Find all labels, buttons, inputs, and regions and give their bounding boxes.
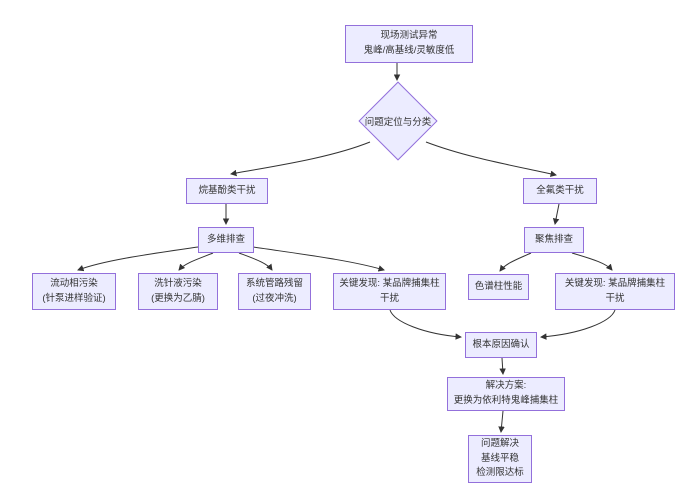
node-solution: 解决方案: 更换为依利特鬼峰捕集柱 bbox=[447, 377, 565, 411]
node-alkylphenol-label: 烷基酚类干扰 bbox=[198, 184, 256, 196]
node-key-finding-right: 关键发现: 某品牌捕集柱干扰 bbox=[555, 273, 675, 310]
node-resolved-label: 问题解决 基线平稳 检测限达标 bbox=[476, 437, 524, 479]
edge-focus-column-perf bbox=[499, 252, 532, 272]
edge-solution-resolved bbox=[498, 410, 505, 433]
node-start: 现场测试异常 鬼峰/高基线/灵敏度低 bbox=[345, 25, 473, 63]
node-needle-wash: 洗针液污染 (更换为乙腈) bbox=[138, 273, 218, 310]
node-classify: 问题定位与分类 bbox=[348, 71, 448, 171]
node-pfas: 全氟类干扰 bbox=[523, 178, 597, 204]
edge-multi-mobile-phase bbox=[77, 246, 199, 272]
edge-key-finding-right-root-cause bbox=[540, 309, 616, 340]
node-system-tubing-label: 系统管路残留 (过夜冲洗) bbox=[245, 277, 303, 304]
node-column-perf: 色谱柱性能 bbox=[468, 274, 529, 300]
node-pfas-label: 全氟类干扰 bbox=[536, 184, 584, 196]
node-needle-wash-label: 洗针液污染 (更换为乙腈) bbox=[151, 277, 205, 304]
node-resolved: 问题解决 基线平稳 检测限达标 bbox=[468, 435, 532, 483]
edge-multi-key-finding-left bbox=[252, 246, 385, 272]
node-root-cause: 根本原因确认 bbox=[465, 332, 537, 358]
edge-classify-alkylphenol bbox=[230, 141, 371, 177]
edge-focus-key-finding-right bbox=[571, 252, 613, 271]
node-key-finding-left: 关键发现: 某品牌捕集柱干扰 bbox=[333, 273, 446, 310]
node-alkylphenol: 烷基酚类干扰 bbox=[186, 178, 268, 204]
node-mobile-phase-label: 流动相污染 (针泵进样验证) bbox=[42, 277, 106, 304]
edge-key-finding-left-root-cause bbox=[389, 309, 462, 340]
node-key-finding-left-label: 关键发现: 某品牌捕集柱干扰 bbox=[339, 277, 440, 304]
edge-classify-pfas bbox=[425, 141, 557, 177]
edge-pfas-focus bbox=[552, 203, 560, 225]
edge-multi-needle-wash bbox=[178, 252, 214, 271]
node-mobile-phase: 流动相污染 (针泵进样验证) bbox=[32, 273, 116, 310]
node-focus-check-label: 聚焦排查 bbox=[534, 233, 573, 245]
edge-root-cause-solution bbox=[499, 357, 506, 375]
node-multi-check: 多维排查 bbox=[198, 227, 254, 253]
node-column-perf-label: 色谱柱性能 bbox=[474, 280, 523, 292]
node-system-tubing: 系统管路残留 (过夜冲洗) bbox=[238, 273, 311, 310]
node-start-label: 现场测试异常 鬼峰/高基线/灵敏度低 bbox=[363, 30, 455, 56]
node-solution-label: 解决方案: 更换为依利特鬼峰捕集柱 bbox=[453, 380, 559, 406]
node-classify-label: 问题定位与分类 bbox=[364, 117, 432, 128]
node-focus-check: 聚焦排查 bbox=[524, 227, 584, 253]
node-root-cause-label: 根本原因确认 bbox=[472, 338, 530, 350]
edge-multi-system-tubing bbox=[238, 252, 273, 271]
node-key-finding-right-label: 关键发现: 某品牌捕集柱干扰 bbox=[564, 277, 666, 304]
node-multi-check-label: 多维排查 bbox=[206, 233, 245, 245]
